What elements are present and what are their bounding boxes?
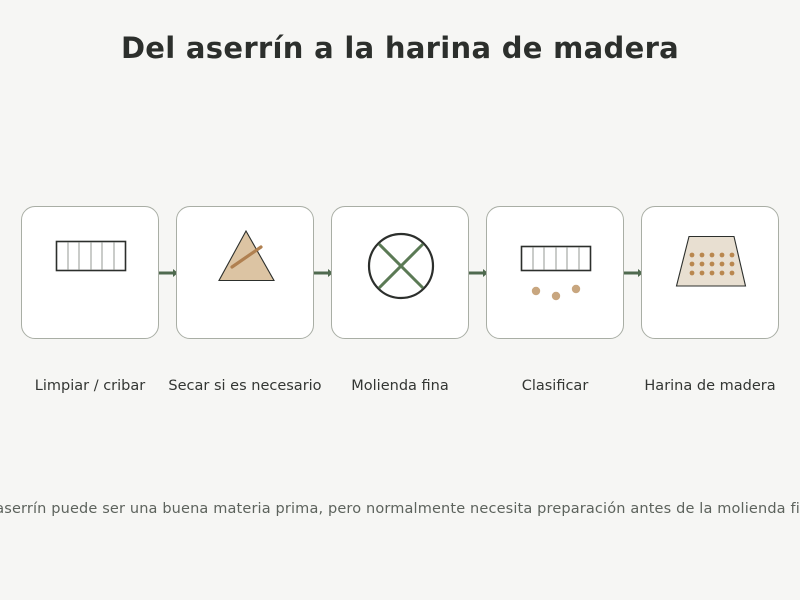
step-card-2 bbox=[176, 206, 314, 339]
step-label-4: Clasificar bbox=[521, 378, 589, 394]
step-label-1: Limpiar / cribar bbox=[34, 378, 146, 394]
step-label-3: Molienda fina bbox=[351, 378, 449, 394]
arrow-connector-4 bbox=[624, 269, 643, 277]
step-label-2: Secar si es necesario bbox=[168, 378, 322, 394]
footnote-caption: El aserrín puede ser una buena materia p… bbox=[0, 501, 800, 517]
diagram-title: Del aserrín a la harina de madera bbox=[120, 31, 680, 65]
step-card-4 bbox=[486, 206, 624, 339]
arrow-connector-2 bbox=[314, 269, 333, 277]
step-label-5: Harina de madera bbox=[644, 378, 776, 394]
sieve-icon bbox=[55, 240, 127, 272]
step-card-1 bbox=[21, 206, 159, 339]
mill-icon bbox=[367, 232, 435, 300]
step-card-3 bbox=[331, 206, 469, 339]
wood-flour-pile-icon bbox=[675, 235, 747, 287]
drying-pile-icon bbox=[218, 229, 275, 282]
arrow-connector-1 bbox=[159, 269, 178, 277]
step-card-5 bbox=[641, 206, 779, 339]
classifier-screen-icon bbox=[520, 245, 592, 301]
arrow-connector-3 bbox=[469, 269, 488, 277]
